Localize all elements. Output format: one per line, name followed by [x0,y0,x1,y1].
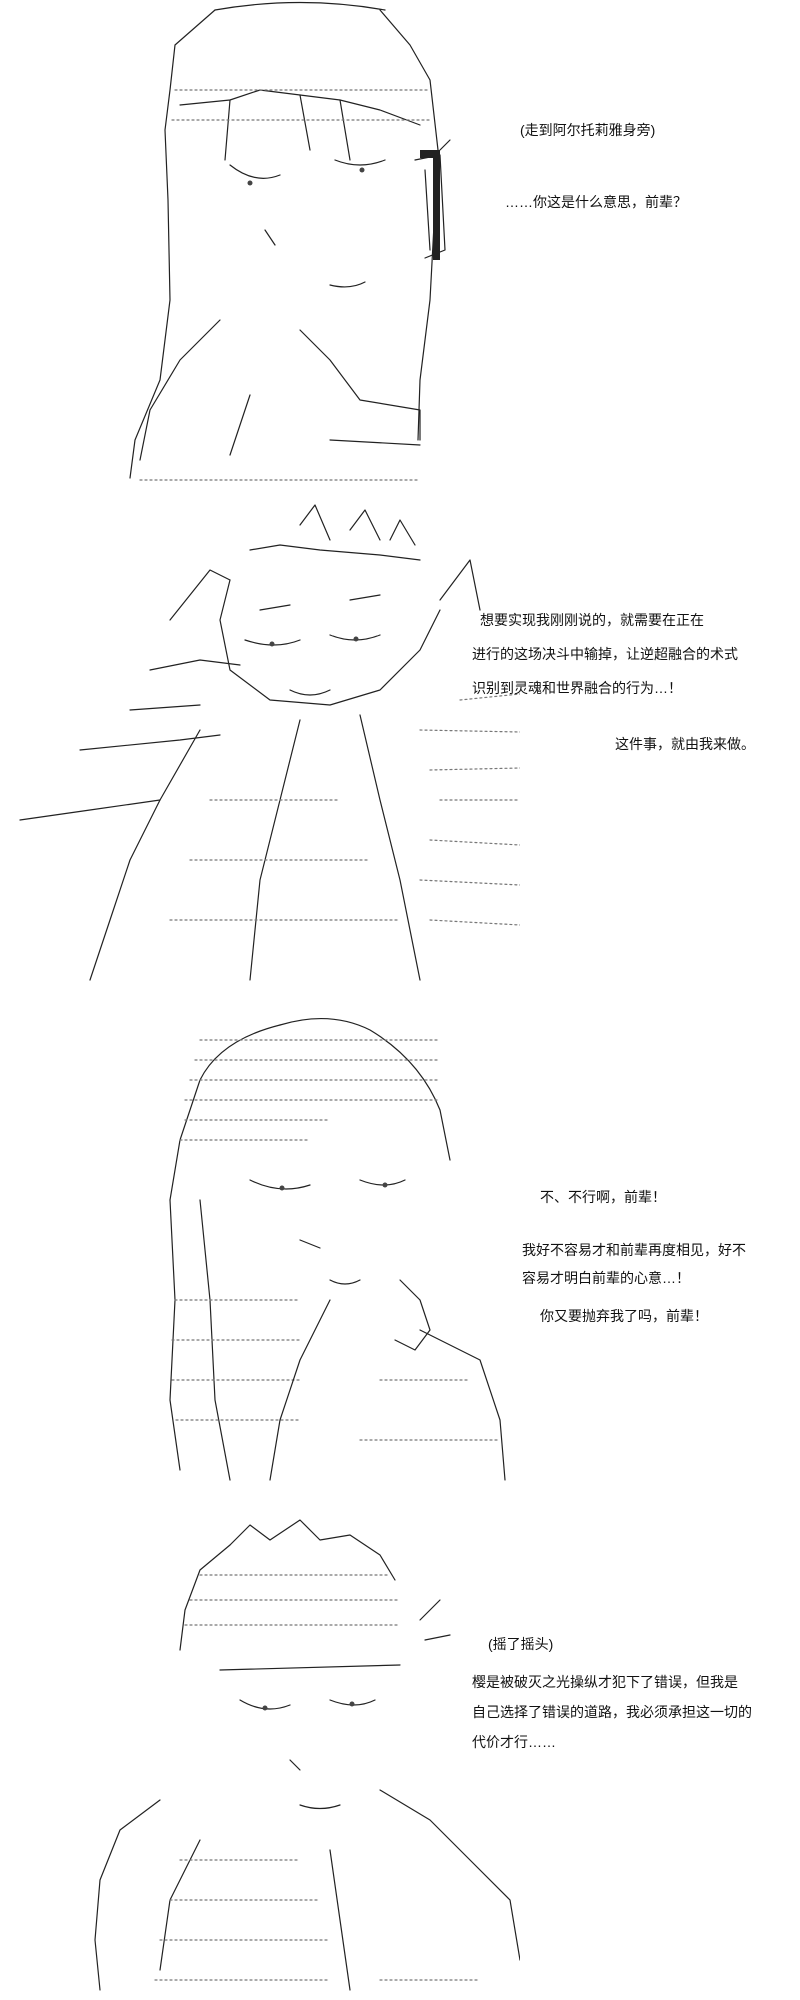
speech-line: 不、不行啊，前辈！ [540,1189,666,1205]
speech-line: 容易才明白前辈的心意…！ [522,1270,690,1286]
panel-1: (走到阿尔托莉雅身旁) ……你这是什么意思，前辈？ [0,0,800,500]
speech-line: 自己选择了错误的道路，我必须承担这一切的 [472,1704,752,1720]
panel-3: 不、不行啊，前辈！ 我好不容易才和前辈再度相见，好不 容易才明白前辈的心意…！ … [0,1000,800,1500]
ascii-art-figure [0,1000,520,1500]
speech-line: 进行的这场决斗中输掉，让逆超融合的术式 [472,646,738,662]
speech-line: 樱是被破灭之光操纵才犯下了错误，但我是 [472,1674,738,1690]
panel-4: (摇了摇头) 樱是被破灭之光操纵才犯下了错误，但我是 自己选择了错误的道路，我必… [0,1500,800,2000]
speech-line: 这件事，就由我来做。 [615,736,755,752]
speech-line: 想要实现我刚刚说的，就需要在正在 [480,612,704,628]
ascii-art-figure [0,1500,520,2000]
ascii-art-figure [0,0,520,500]
panel-2: 想要实现我刚刚说的，就需要在正在 进行的这场决斗中输掉，让逆超融合的术式 识别到… [0,500,800,1000]
speech-line: ……你这是什么意思，前辈？ [505,194,687,210]
speech-line: 识别到灵魂和世界融合的行为…！ [472,680,682,696]
speech-line: 代价才行…… [472,1734,556,1750]
speech-line: 你又要抛弃我了吗，前辈！ [540,1308,708,1324]
speech-line: (摇了摇头) [488,1636,554,1652]
speech-line: 我好不容易才和前辈再度相见，好不 [522,1242,746,1258]
speech-line: (走到阿尔托莉雅身旁) [520,122,656,138]
ascii-art-figure [0,500,520,1000]
